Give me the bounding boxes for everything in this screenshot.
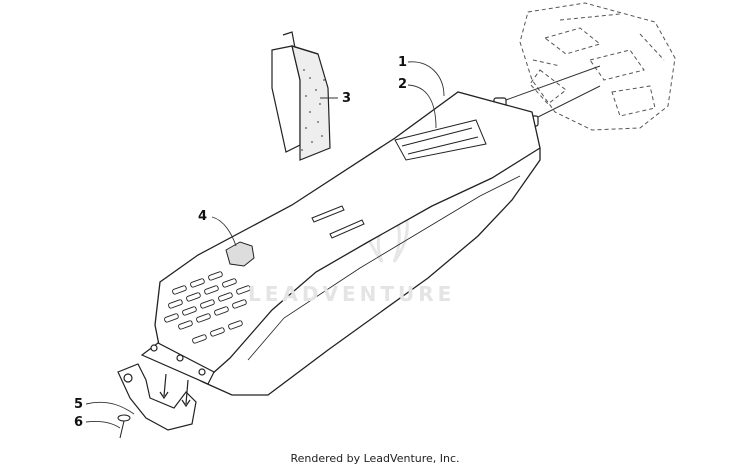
skid-plate: [154, 91, 541, 396]
slots: [311, 205, 365, 239]
insulation-texture: [301, 69, 325, 151]
label-plate: [394, 119, 487, 161]
leader-lines: [85, 61, 445, 429]
callout-4: 4: [198, 209, 208, 224]
insulation-pad: [271, 31, 331, 161]
watermark-text: LEADVENTURE: [248, 282, 456, 306]
callout-3: 3: [342, 91, 352, 106]
vent-holes: [164, 271, 251, 344]
hinge-bracket: [117, 342, 215, 431]
callout-6: 6: [74, 415, 84, 430]
leader-lines-engine: [505, 65, 601, 119]
callout-1: 1: [398, 55, 408, 70]
callout-5: 5: [74, 397, 84, 412]
callout-2: 2: [398, 77, 408, 92]
foam-pad: [225, 241, 255, 267]
screw: [117, 414, 131, 439]
engine-outline: [519, 2, 676, 131]
render-credit: Rendered by LeadVenture, Inc.: [290, 452, 460, 465]
